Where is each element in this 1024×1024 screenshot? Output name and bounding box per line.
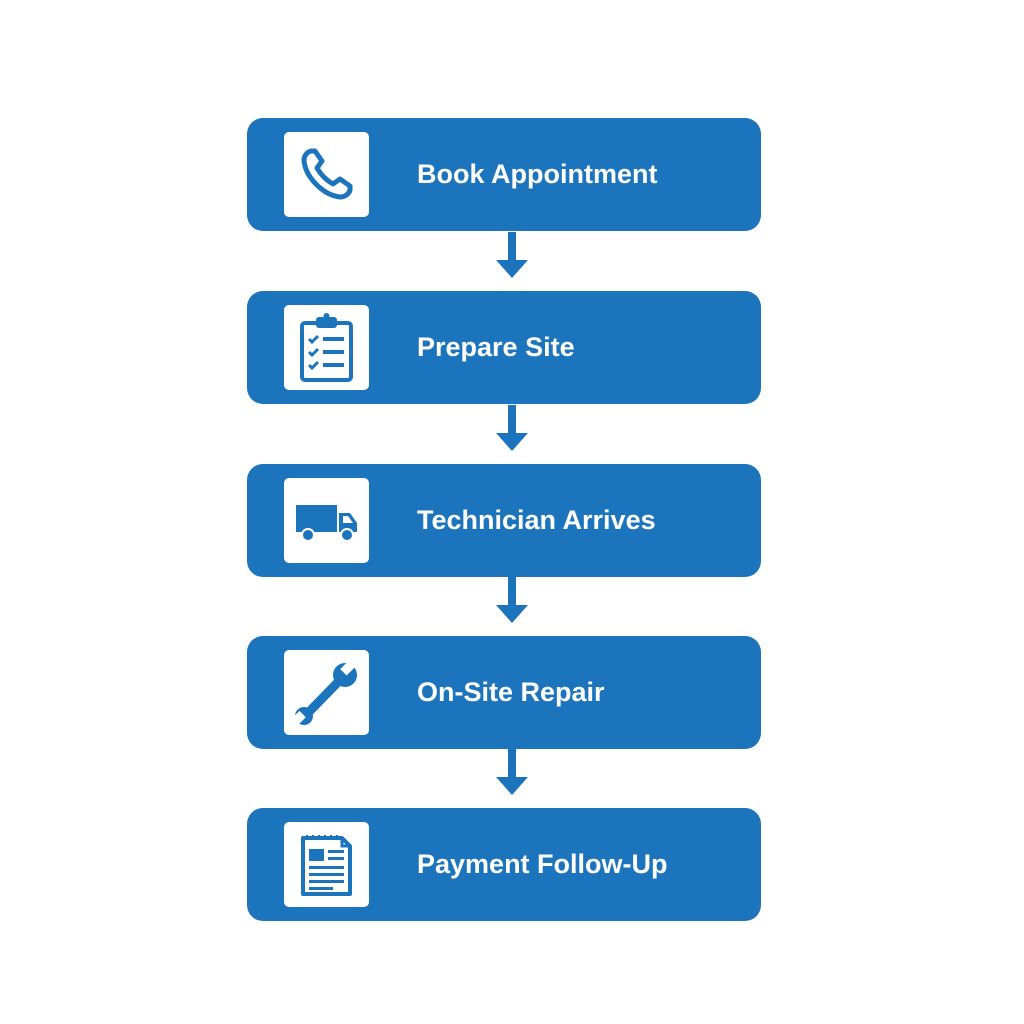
phone-icon <box>284 132 369 217</box>
down-arrow-icon <box>493 749 531 797</box>
clipboard-checklist-icon <box>284 305 369 390</box>
down-arrow-icon <box>493 232 531 280</box>
down-arrow-icon <box>493 405 531 453</box>
step-label: Prepare Site <box>417 332 575 362</box>
step-book-appointment: Book Appointment <box>247 118 761 231</box>
truck-icon <box>284 478 369 563</box>
step-label: Book Appointment <box>417 159 658 189</box>
step-label: Technician Arrives <box>417 505 656 535</box>
step-technician-arrives: Technician Arrives <box>247 464 761 577</box>
invoice-document-icon <box>284 822 369 907</box>
wrench-icon <box>284 650 369 735</box>
step-prepare-site: Prepare Site <box>247 291 761 404</box>
step-label: Payment Follow-Up <box>417 849 668 879</box>
down-arrow-icon <box>493 577 531 625</box>
step-payment-follow-up: Payment Follow-Up <box>247 808 761 921</box>
step-label: On-Site Repair <box>417 677 605 707</box>
step-on-site-repair: On-Site Repair <box>247 636 761 749</box>
